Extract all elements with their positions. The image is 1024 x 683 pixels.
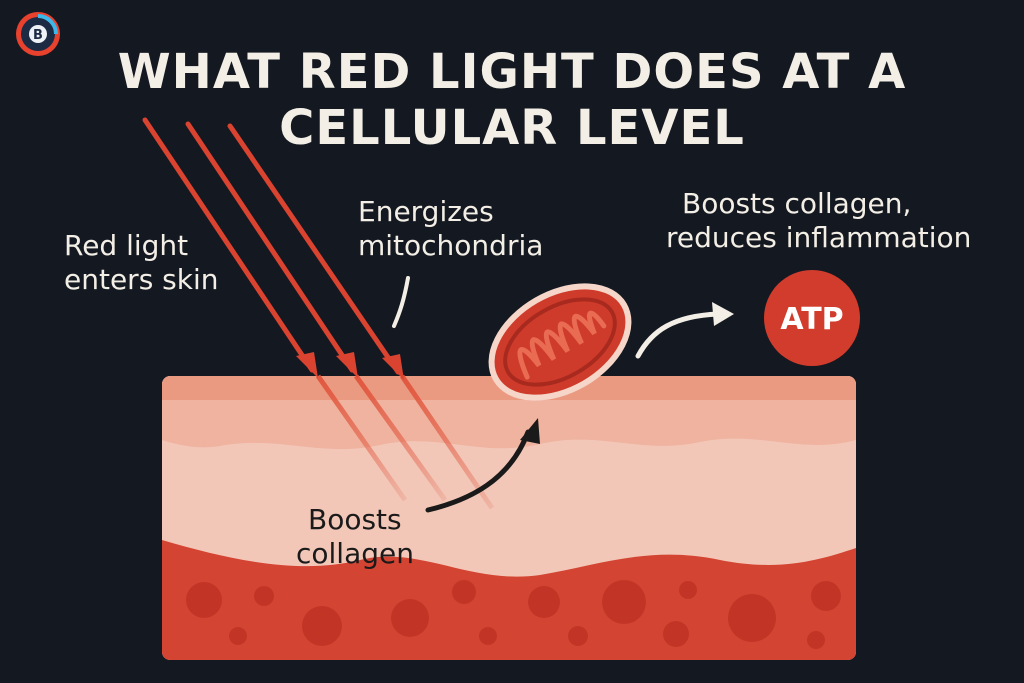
collagen-arrowhead [520, 418, 540, 444]
light-ray-icon [315, 374, 495, 510]
energizes-pointer [392, 276, 410, 328]
red-light-label-line1: Red light [64, 229, 189, 262]
cell-dots [186, 580, 841, 649]
atp-arrow [635, 311, 721, 359]
skin-cross-section [162, 376, 856, 660]
ray-arrowheads [296, 352, 404, 380]
boosts-collagen-label-line2: collagen [296, 537, 414, 570]
red-light-label-line2: enters skin [64, 263, 219, 296]
atp-arrowhead [712, 302, 734, 326]
boosts-collagen-label-line1: Boosts [308, 503, 402, 536]
energizes-label-line2: mitochondria [358, 229, 544, 262]
page-title-line1: WHAT RED LIGHT DOES AT A [117, 44, 907, 100]
boosts-inflammation-label-line1: Boosts collagen, [682, 187, 912, 220]
boosts-inflammation-label-line2: reduces inflammation [666, 221, 972, 254]
atp-label: ATP [780, 302, 844, 337]
logo-icon: B [16, 12, 60, 56]
atp-circle-icon [764, 270, 860, 366]
page-title-line2: CELLULAR LEVEL [279, 100, 745, 156]
light-ray-arrows [142, 117, 401, 375]
mitochondrion-icon [488, 283, 632, 401]
collagen-arrow [425, 429, 531, 513]
svg-text:B: B [33, 28, 43, 43]
energizes-label-line1: Energizes [358, 195, 494, 228]
